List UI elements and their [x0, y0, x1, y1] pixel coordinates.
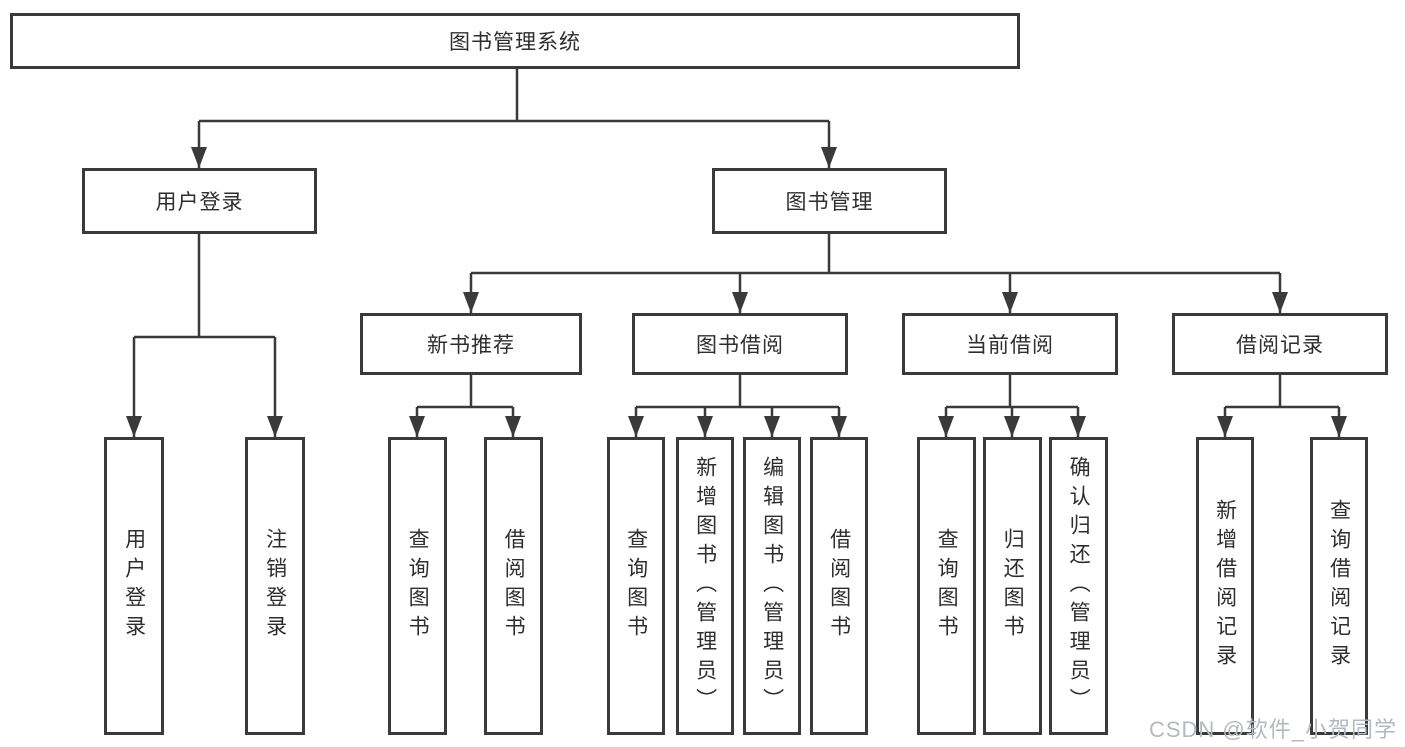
leaf-query-books: 查询图书 [917, 437, 976, 735]
leaf-user-login: 用户登录 [104, 437, 164, 735]
arrow-down-icon [628, 416, 644, 437]
node-label: 归还图书 [1001, 528, 1025, 644]
node-label: 新增借阅记录 [1213, 499, 1237, 673]
node-label: 用户登录 [155, 191, 244, 214]
node-label: 查询图书 [624, 528, 648, 644]
connector-root-to-level2 [197, 69, 831, 168]
leaf-query-books: 查询图书 [607, 437, 665, 735]
node-label: 新书推荐 [427, 334, 515, 357]
connector-mgmt-to-level3 [469, 234, 1282, 313]
leaf-borrow-books: 借阅图书 [484, 437, 543, 735]
node-label: 借阅图书 [502, 528, 526, 644]
leaf-logout: 注销登录 [245, 437, 305, 735]
node-label: 当前借阅 [966, 334, 1054, 357]
arrow-down-icon [938, 416, 954, 437]
node-borrowing-records: 借阅记录 [1172, 313, 1388, 375]
arrow-down-icon [409, 416, 425, 437]
node-book-borrowing: 图书借阅 [632, 313, 848, 375]
node-label: 图书管理系统 [449, 31, 581, 54]
arrow-down-icon [732, 292, 748, 313]
arrow-down-icon [1004, 416, 1020, 437]
arrow-down-icon [1331, 416, 1347, 437]
arrow-down-icon [821, 147, 837, 168]
node-label: 图书管理 [785, 191, 874, 214]
node-label: 借阅图书 [827, 528, 851, 644]
node-label: 图书借阅 [696, 334, 784, 357]
arrow-down-icon [126, 416, 142, 437]
node-label: 用户登录 [122, 528, 146, 644]
connector-newbook-to-leaves [415, 375, 515, 437]
arrow-down-icon [831, 416, 847, 437]
connector-records-to-leaves [1223, 375, 1341, 437]
connector-borrowing-to-leaves [634, 375, 841, 437]
node-label: 查询借阅记录 [1327, 499, 1351, 673]
leaf-edit-books-admin: 编辑图书（管理员） [743, 437, 801, 735]
leaf-return-books: 归还图书 [983, 437, 1042, 735]
node-new-book-recommendation: 新书推荐 [360, 313, 582, 375]
node-book-management-branch: 图书管理 [712, 168, 947, 234]
leaf-query-borrow-record: 查询借阅记录 [1310, 437, 1368, 735]
csdn-watermark: CSDN @软件_小贺同学 [1148, 717, 1397, 742]
node-label: 查询图书 [935, 528, 959, 644]
arrow-down-icon [505, 416, 521, 437]
arrow-down-icon [1272, 292, 1288, 313]
arrow-down-icon [1217, 416, 1233, 437]
node-label: 注销登录 [263, 528, 287, 644]
node-label: 确认归还（管理员） [1067, 455, 1091, 717]
node-label: 编辑图书（管理员） [760, 455, 784, 717]
node-library-management-system: 图书管理系统 [10, 13, 1020, 69]
node-label: 查询图书 [406, 528, 430, 644]
arrow-down-icon [267, 416, 283, 437]
arrow-down-icon [1070, 416, 1086, 437]
leaf-add-borrow-record: 新增借阅记录 [1196, 437, 1254, 735]
arrow-down-icon [191, 147, 207, 168]
arrow-down-icon [1002, 292, 1018, 313]
leaf-confirm-return-admin: 确认归还（管理员） [1049, 437, 1108, 735]
node-label: 新增图书（管理员） [693, 455, 717, 717]
arrow-down-icon [764, 416, 780, 437]
node-label: 借阅记录 [1236, 334, 1324, 357]
node-user-login-branch: 用户登录 [82, 168, 317, 234]
leaf-add-books-admin: 新增图书（管理员） [676, 437, 734, 735]
node-current-borrowing: 当前借阅 [902, 313, 1118, 375]
arrow-down-icon [463, 292, 479, 313]
connector-userlogin-to-leaves [132, 234, 277, 437]
leaf-borrow-books: 借阅图书 [810, 437, 868, 735]
leaf-query-books: 查询图书 [388, 437, 447, 735]
arrow-down-icon [697, 416, 713, 437]
